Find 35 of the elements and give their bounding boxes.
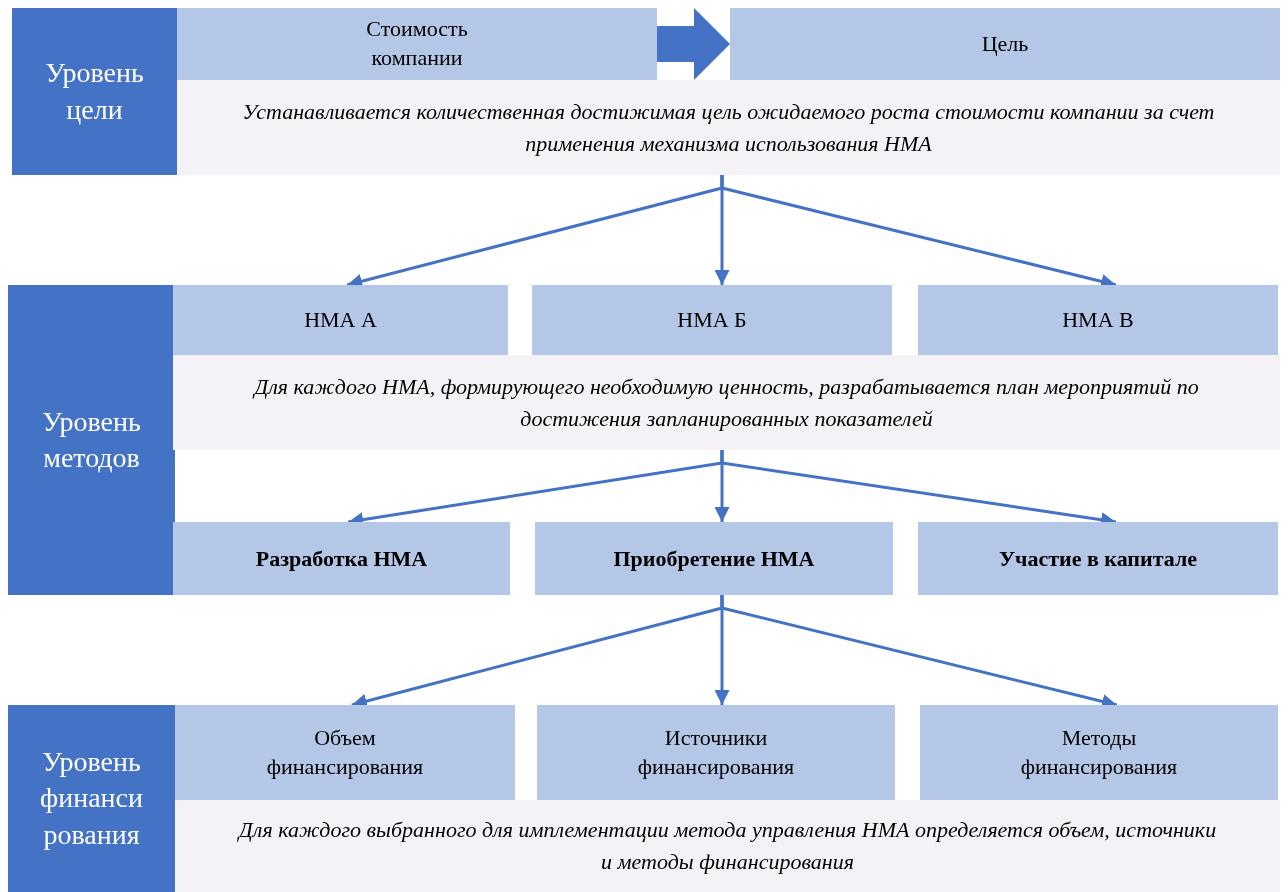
level-band	[8, 705, 175, 892]
node-text: Уровень финансирования	[39, 744, 144, 852]
node-text: Объем финансирования	[265, 723, 425, 781]
node-text: Для каждого выбранного для имплементации метода управления НМА определяется объем, источники и методы финансирования	[236, 816, 1218, 876]
node-text: Для каждого НМА, формирующего необходимую ценность, разрабатывается план мероприятий по достижения запланированных показателей	[251, 372, 1200, 433]
item-box	[175, 705, 515, 800]
level-band	[8, 285, 175, 595]
description-band	[173, 355, 1280, 450]
node-text: Стоимость компании	[365, 15, 469, 72]
node-text: Устанавливается количественная достижимая цель ожидаемого роста стоимости компании за счет применения механизма использования НМА	[241, 97, 1216, 158]
node-text: НМА Б	[677, 305, 747, 334]
method-box	[173, 522, 510, 595]
node-text: Разработка НМА	[255, 545, 428, 572]
item-box	[173, 285, 508, 355]
method-box	[535, 522, 893, 595]
node-text: Уровень цели	[44, 56, 145, 127]
item-box	[177, 8, 657, 80]
node-text: Участие в капитале	[998, 545, 1198, 572]
node-text: НМА А	[304, 305, 377, 334]
description-band	[175, 800, 1280, 892]
node-text: НМА В	[1062, 305, 1134, 334]
level-band	[12, 8, 177, 175]
item-box	[730, 8, 1280, 80]
description-band	[177, 80, 1280, 175]
item-box	[537, 705, 895, 800]
item-box	[920, 705, 1278, 800]
item-box	[532, 285, 892, 355]
item-box	[918, 285, 1278, 355]
block-arrow	[657, 8, 730, 80]
method-box	[918, 522, 1278, 595]
node-text: Приобретение НМА	[613, 545, 815, 572]
node-text: Методы финансирования	[1019, 723, 1179, 781]
node-text: Источники финансирования	[636, 723, 796, 781]
node-text: Уровень методов	[41, 404, 142, 475]
node-text: Цель	[981, 29, 1029, 58]
